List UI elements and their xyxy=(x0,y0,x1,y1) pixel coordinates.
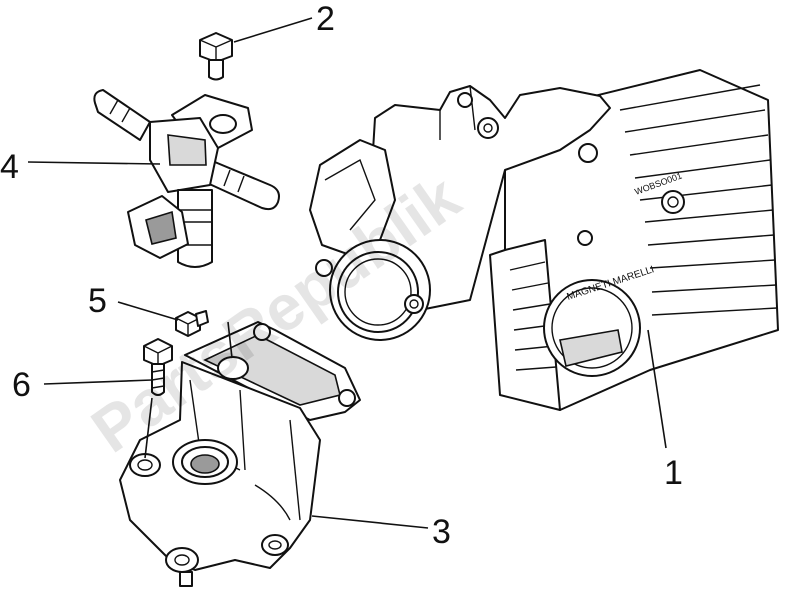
leader-lines xyxy=(27,17,667,529)
callouts: 1 2 3 4 5 6 xyxy=(0,0,683,551)
callout-4: 4 xyxy=(0,148,19,186)
leader-line-3 xyxy=(311,515,429,529)
callout-3: 3 xyxy=(432,513,451,551)
leader-line-4 xyxy=(27,161,161,165)
screw-part-5 xyxy=(175,310,209,337)
callout-1: 1 xyxy=(664,454,683,492)
callout-6: 6 xyxy=(12,366,31,404)
leader-line-5b xyxy=(227,321,233,359)
leader-line-2 xyxy=(233,17,313,43)
leader-line-6a xyxy=(43,379,153,385)
housing-fins xyxy=(619,84,778,316)
fuel-injector-part xyxy=(93,89,280,268)
leader-line-6b xyxy=(144,397,153,459)
callout-5: 5 xyxy=(88,282,107,320)
intake-manifold-part xyxy=(119,321,361,587)
callout-2: 2 xyxy=(316,0,335,38)
leader-line-1 xyxy=(647,329,667,449)
throttle-body-part: MAGNETI MARELLI WOBSO001 xyxy=(309,69,779,411)
bolt-part-6 xyxy=(143,338,173,396)
bolt-part-2 xyxy=(199,32,233,81)
leader-line-5 xyxy=(117,301,179,321)
